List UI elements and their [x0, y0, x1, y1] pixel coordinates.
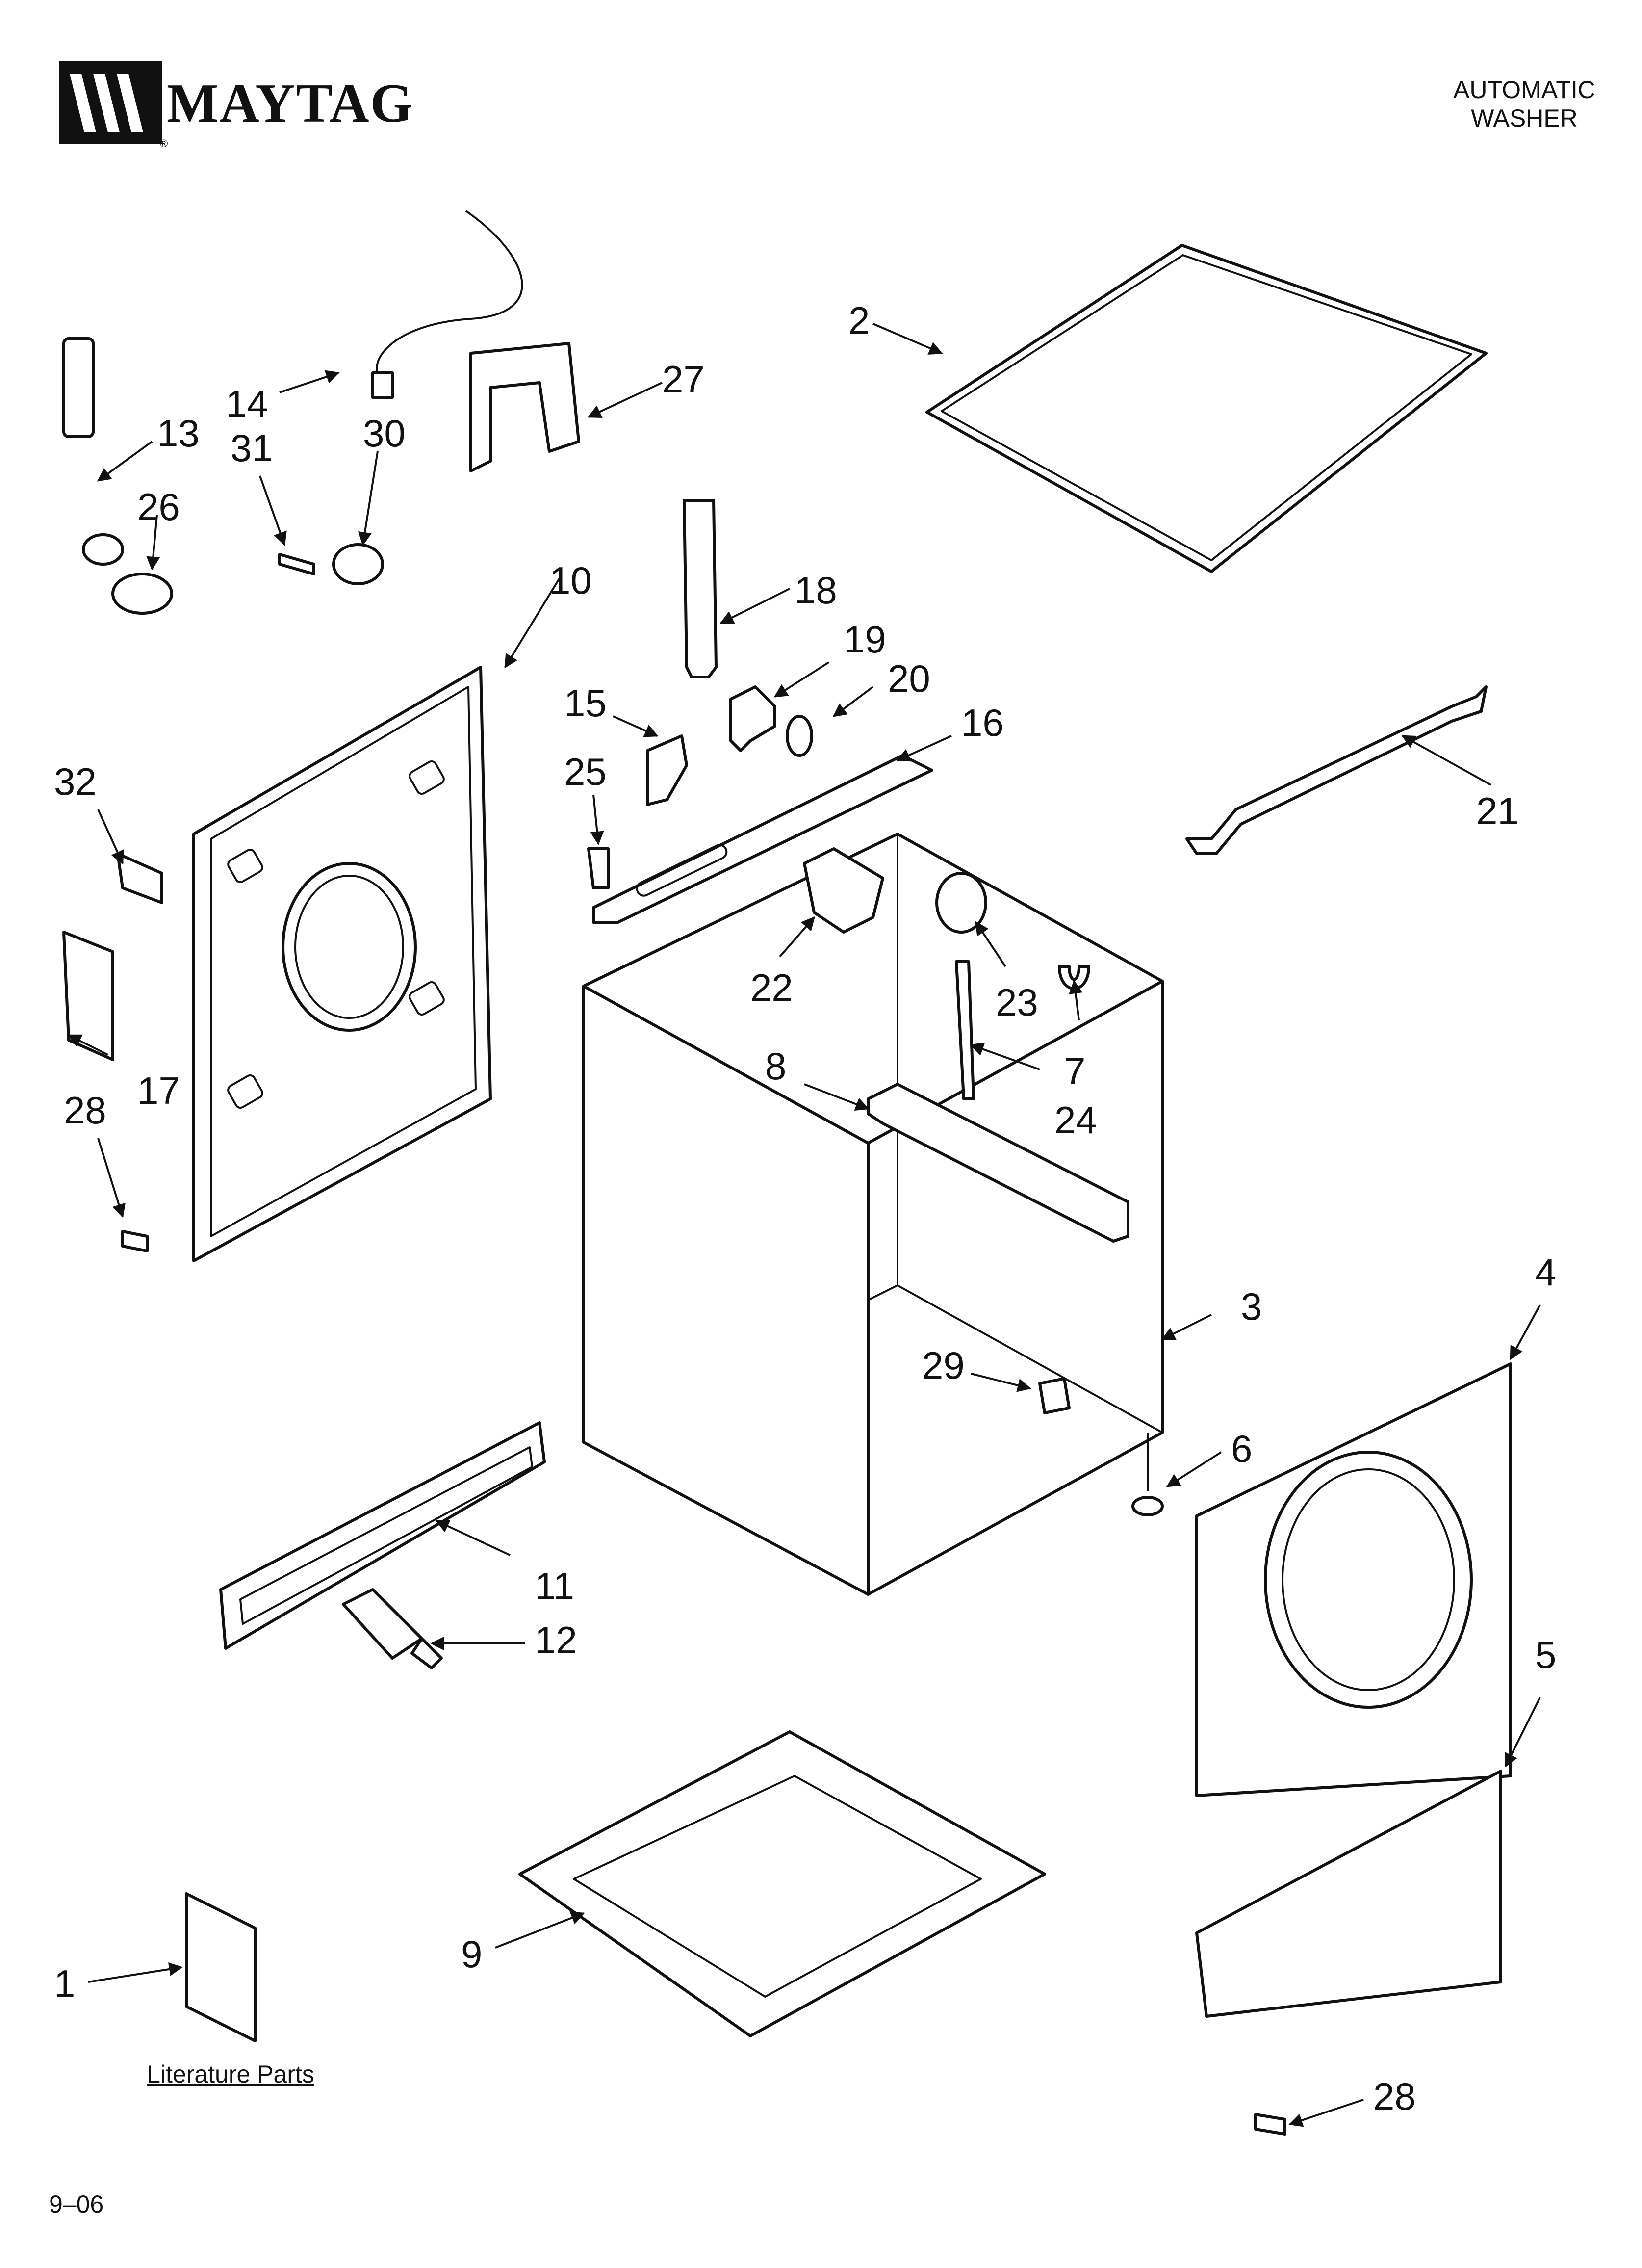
part-base-rail — [219, 1421, 546, 1650]
svg-text:®: ® — [160, 137, 168, 150]
callout-13: 13 — [157, 412, 200, 455]
part-rear-panel — [192, 666, 492, 1262]
callout-3: 3 — [1241, 1285, 1262, 1328]
brand-name: MAYTAG — [167, 73, 414, 134]
callout-21: 21 — [1476, 789, 1519, 833]
callout-10: 10 — [549, 559, 592, 602]
callout-11: 11 — [535, 1564, 574, 1608]
callout-17: 17 — [137, 1069, 180, 1112]
part-leveling-leg — [1131, 1433, 1164, 1516]
callout-7: 7 — [1064, 1049, 1085, 1093]
callout-30: 30 — [363, 412, 406, 455]
callout-4: 4 — [1535, 1251, 1556, 1294]
part-strain-relief — [469, 342, 580, 472]
part-power-cord — [371, 210, 523, 399]
doc-title-line1: AUTOMATIC — [1453, 76, 1595, 104]
callout-15: 15 — [564, 681, 607, 725]
callout-22: 22 — [750, 966, 793, 1009]
callout-labels: 2 3 4 5 6 7 8 9 10 11 12 13 14 15 16 17 … — [54, 299, 1556, 2118]
part-water-valve — [803, 847, 884, 934]
callout-28-left: 28 — [64, 1089, 106, 1132]
part-screw-28b — [1254, 2113, 1286, 2136]
part-cross-brace — [867, 1083, 1129, 1243]
callout-1: 1 — [54, 1962, 75, 2005]
callout-2: 2 — [848, 299, 870, 342]
part-inlet-hose — [62, 337, 124, 566]
date-code: 9–06 — [49, 2190, 103, 2218]
part-cord-clamp — [332, 543, 384, 585]
callout-5: 5 — [1535, 1633, 1556, 1676]
callout-14: 14 — [226, 382, 268, 425]
callout-32: 32 — [54, 760, 97, 803]
callout-6: 6 — [1231, 1427, 1252, 1470]
part-clip-32 — [116, 852, 163, 904]
callout-23: 23 — [996, 981, 1038, 1024]
part-hose-holder — [62, 931, 114, 1061]
part-drain-hose — [683, 499, 718, 678]
maytag-logo: MAYTAG ® — [59, 61, 414, 150]
callout-25: 25 — [564, 750, 607, 793]
callout-28-right: 28 — [1373, 2075, 1416, 2118]
callout-24: 24 — [1054, 1098, 1097, 1142]
literature-parts-label: Literature Parts — [147, 2060, 314, 2088]
part-top-cover — [925, 244, 1488, 573]
part-brace-bracket — [1185, 685, 1488, 855]
callout-8: 8 — [765, 1044, 786, 1088]
part-base-pan — [518, 1730, 1046, 2037]
part-screw-25 — [587, 847, 610, 889]
callout-18: 18 — [795, 569, 837, 612]
leader-lines — [67, 323, 1541, 2127]
part-screw — [278, 553, 315, 575]
callout-9: 9 — [461, 1932, 482, 1976]
callout-26: 26 — [137, 485, 180, 528]
callout-29: 29 — [922, 1344, 965, 1387]
callout-19: 19 — [844, 618, 886, 661]
part-screw-28 — [121, 1230, 149, 1252]
doc-title-line2: WASHER — [1471, 104, 1578, 132]
part-literature-booklet — [185, 1892, 257, 2042]
part-pressure-switch — [935, 872, 987, 934]
part-clip-29 — [1038, 1377, 1071, 1414]
callout-12: 12 — [535, 1618, 577, 1662]
part-air-tube — [955, 960, 975, 1100]
part-gasket — [111, 573, 173, 615]
callout-31: 31 — [231, 426, 273, 469]
part-shock-absorber — [342, 1588, 443, 1669]
callout-20: 20 — [888, 657, 930, 700]
part-top-brace — [592, 754, 933, 924]
callout-16: 16 — [961, 701, 1004, 744]
callout-27: 27 — [662, 358, 705, 401]
part-clip — [646, 734, 688, 806]
part-toe-panel — [1195, 1770, 1502, 2018]
part-front-panel — [1195, 1362, 1512, 1797]
part-hose-elbow — [729, 685, 813, 757]
